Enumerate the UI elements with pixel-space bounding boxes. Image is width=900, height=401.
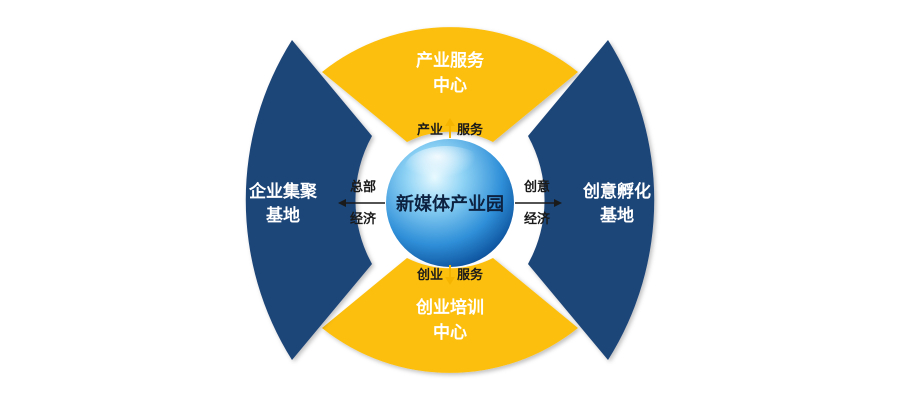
top-segment-line2: 中心 <box>433 75 467 96</box>
center-label: 新媒体产业园 <box>396 193 504 215</box>
segment-right-creative-incubator <box>528 40 655 360</box>
top-arrow-up <box>445 118 455 138</box>
center-sphere <box>386 139 514 267</box>
bottom-arrow-down <box>445 265 455 285</box>
segment-bottom-startup-training <box>322 258 578 373</box>
segment-top-industry-service <box>322 27 578 142</box>
left-connector-top: 总部 <box>350 179 376 195</box>
left-arrow-left <box>338 199 385 207</box>
bottom-segment-line2: 中心 <box>433 322 467 343</box>
top-connector-left: 产业 <box>417 122 443 138</box>
right-connector-top: 创意 <box>523 179 550 195</box>
bottom-connector-left: 创业 <box>416 267 443 283</box>
bottom-segment-line1: 创业培训 <box>415 297 484 318</box>
segment-left-enterprise-cluster <box>245 40 372 360</box>
left-connector-bottom: 经济 <box>350 211 377 227</box>
right-arrow-right <box>515 199 562 207</box>
top-connector-right: 服务 <box>457 122 484 138</box>
left-segment-line2: 基地 <box>265 205 300 226</box>
top-segment-line1: 产业服务 <box>416 50 485 71</box>
left-segment-line1: 企业集聚 <box>248 181 318 202</box>
right-segment-line1: 创意孵化 <box>582 181 651 202</box>
right-segment-line2: 基地 <box>599 205 634 226</box>
bottom-connector-right: 服务 <box>457 267 484 283</box>
right-connector-bottom: 经济 <box>524 211 551 227</box>
